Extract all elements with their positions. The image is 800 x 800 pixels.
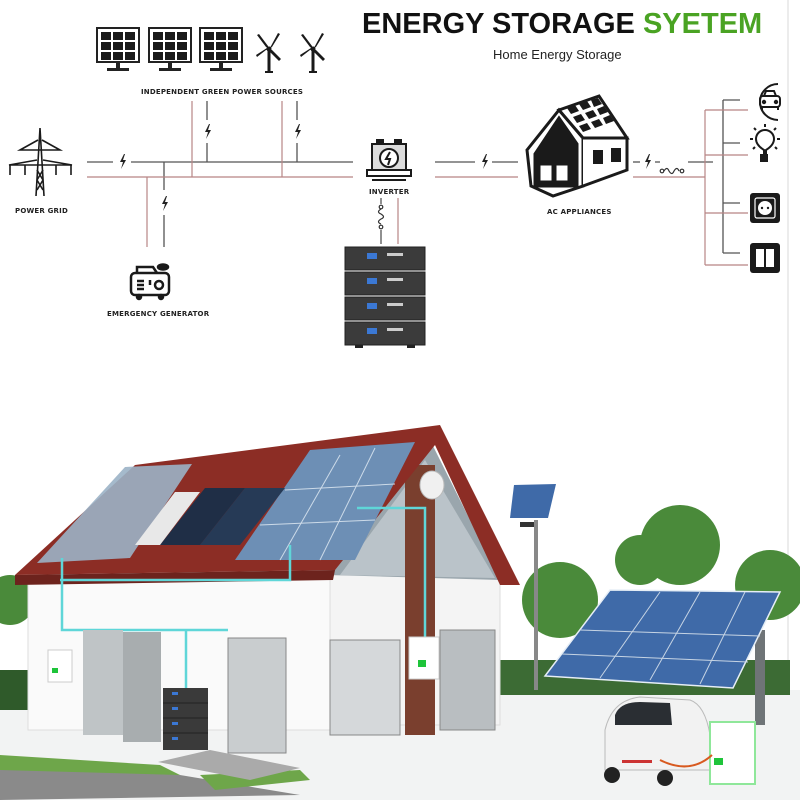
generator-label: EMERGENCY GENERATOR bbox=[107, 310, 210, 318]
solar-carport bbox=[543, 589, 782, 725]
charging-cable bbox=[659, 754, 713, 768]
inverter-icon bbox=[366, 139, 412, 181]
electric-car bbox=[604, 696, 711, 786]
generator-icon bbox=[129, 263, 171, 301]
electric-car-icon bbox=[759, 83, 781, 121]
power-grid-label: POWER GRID bbox=[15, 207, 68, 215]
page-subtitle: Home Energy Storage bbox=[493, 47, 622, 62]
wind-turbine-icons bbox=[256, 33, 325, 73]
light-switch-icon bbox=[750, 243, 780, 273]
green-sources-label: INDEPENDENT GREEN POWER SOURCES bbox=[141, 88, 304, 96]
solar-thermal-left bbox=[160, 488, 245, 545]
home-battery-stack bbox=[163, 688, 208, 750]
bolt-icons bbox=[120, 124, 651, 211]
battery-stack-icon bbox=[344, 246, 426, 348]
solar-panel-icons bbox=[96, 27, 243, 71]
transmission-tower-icon bbox=[8, 127, 73, 197]
brick-chimney bbox=[405, 465, 435, 735]
carport-wall-battery bbox=[709, 721, 756, 785]
rooftop-solar-right bbox=[235, 442, 415, 560]
page-border bbox=[787, 0, 789, 800]
title-accent: SYETEM bbox=[642, 8, 763, 40]
satellite-dish bbox=[419, 470, 445, 500]
wall-inverter-left bbox=[47, 649, 73, 683]
inverter-label: INVERTER bbox=[369, 188, 410, 196]
home-energy-illustration bbox=[0, 425, 800, 800]
wall-inverter-right bbox=[408, 636, 440, 680]
power-socket-icon bbox=[750, 193, 780, 223]
solar-street-light bbox=[510, 484, 556, 690]
rooftop-solar-left bbox=[37, 464, 192, 563]
page-title: ENERGY STORAGE SYETEM bbox=[362, 8, 762, 41]
solar-house-icon bbox=[525, 94, 630, 198]
solar-thermal-right bbox=[200, 488, 285, 545]
title-main: ENERGY STORAGE bbox=[362, 8, 635, 40]
hedge-left bbox=[0, 670, 30, 710]
ac-appliances-label: AC APPLIANCES bbox=[547, 208, 612, 216]
wiring-diagram bbox=[8, 27, 781, 348]
light-bulb-icon bbox=[750, 124, 780, 162]
